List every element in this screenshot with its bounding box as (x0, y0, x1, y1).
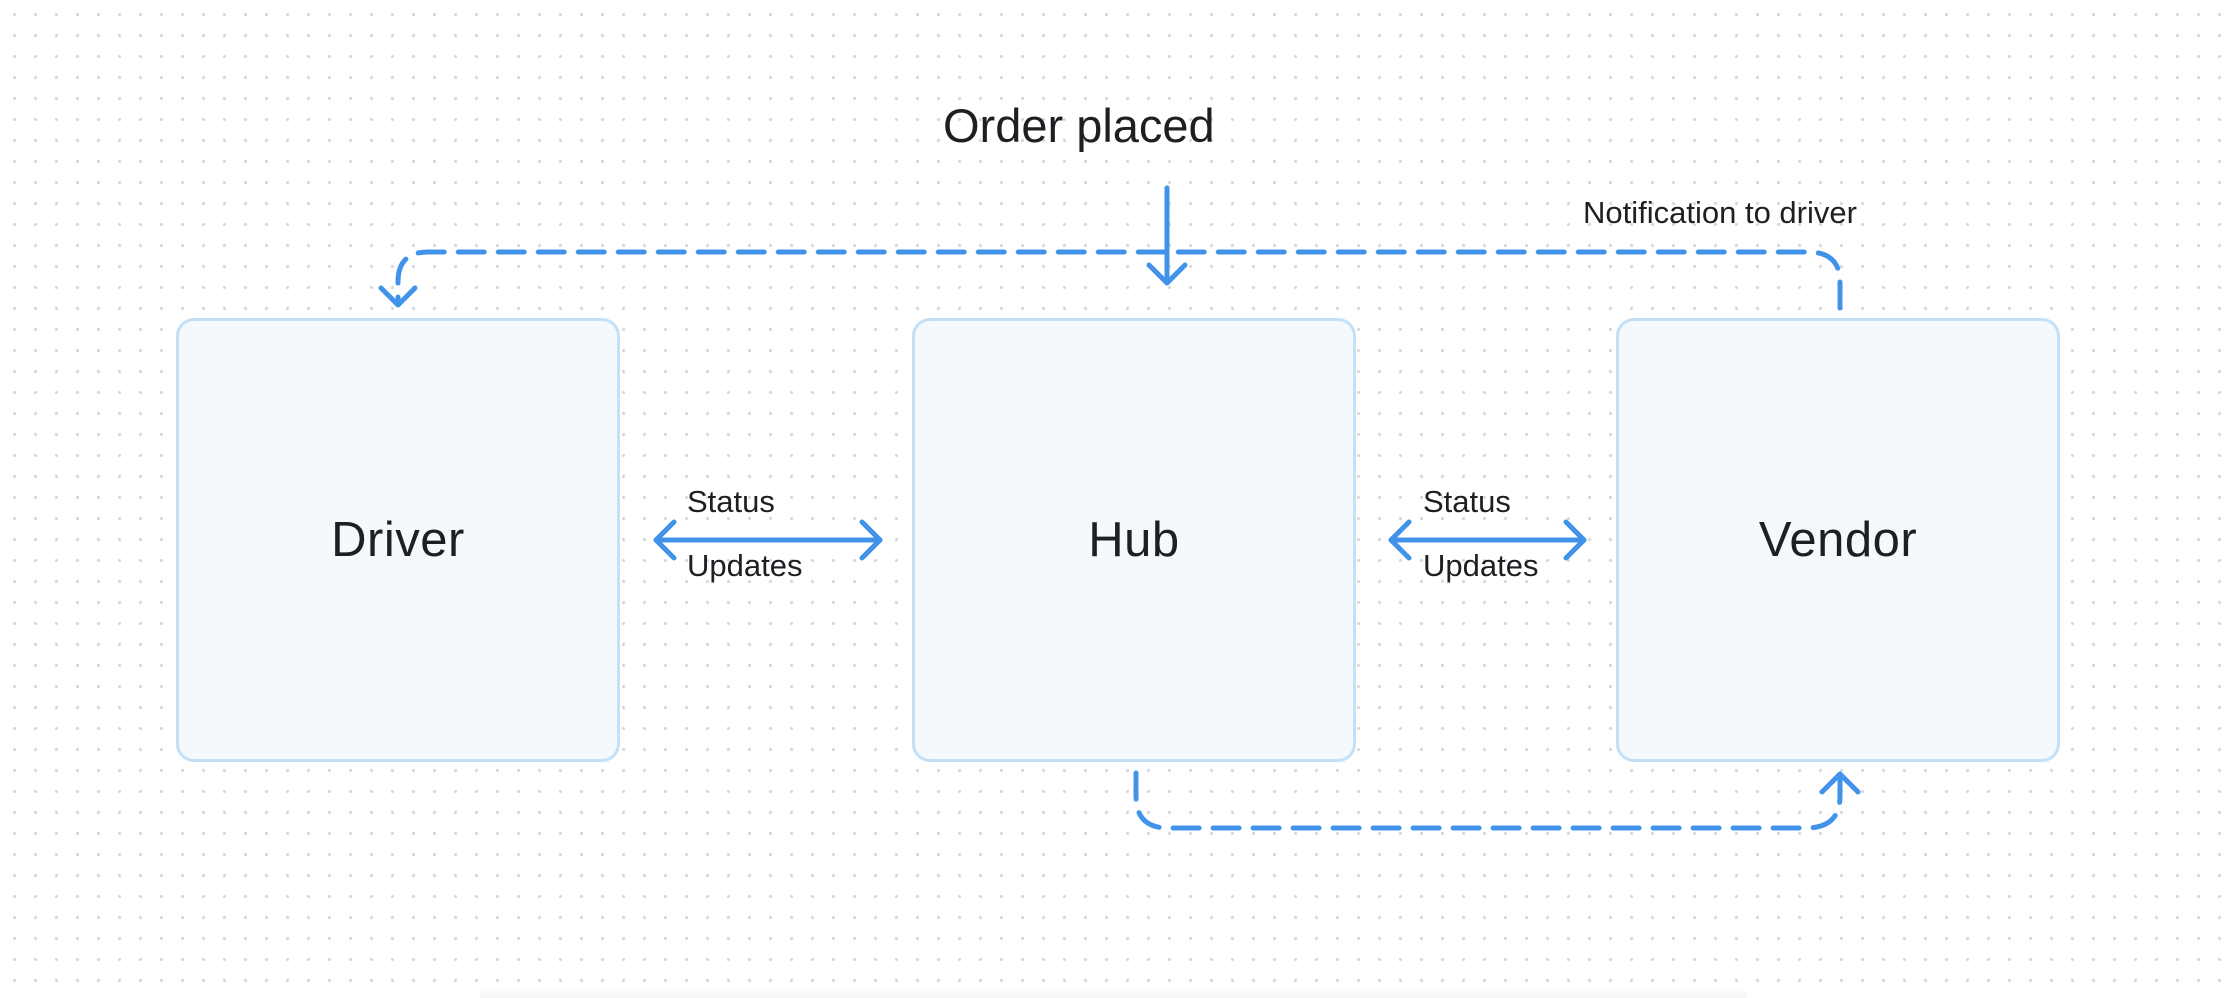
driver-node-label: Driver (331, 513, 465, 567)
right-updates-label: Updates (1423, 548, 1539, 583)
vendor-node-label: Vendor (1758, 513, 1918, 567)
hub-to-vendor-bottom-arrow[interactable] (1133, 770, 1861, 831)
left-status-label: Status (687, 484, 775, 519)
notification-label: Notification to driver (1583, 195, 1857, 230)
driver-node[interactable]: Driver (176, 318, 620, 762)
left-updates-label: Updates (687, 548, 803, 583)
order-placed-label: Order placed (943, 99, 1215, 152)
vendor-node[interactable]: Vendor (1616, 318, 2060, 762)
notification-to-driver-arrow[interactable] (378, 249, 1843, 311)
hub-node-label: Hub (1088, 513, 1180, 567)
hub-node[interactable]: Hub (912, 318, 1356, 762)
right-status-label: Status (1423, 484, 1511, 519)
order-to-hub-arrow[interactable] (1146, 185, 1188, 286)
bottom-edge-shadow (480, 988, 1747, 998)
